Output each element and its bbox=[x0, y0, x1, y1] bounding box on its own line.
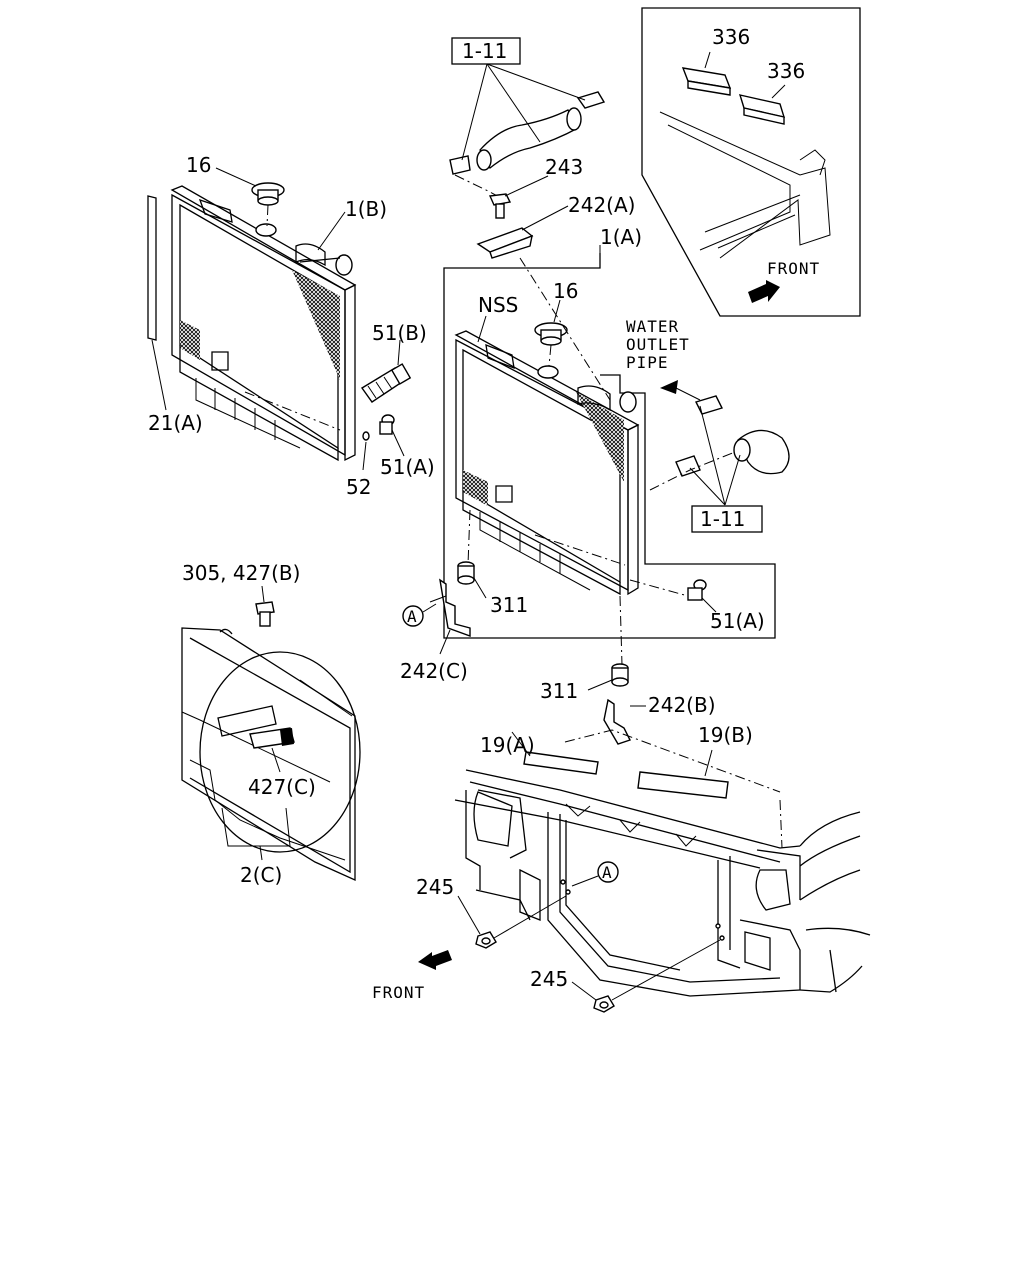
circle-a-right: A bbox=[571, 861, 619, 887]
label-311-top: 311 bbox=[490, 593, 528, 617]
cap-16-left bbox=[215, 167, 285, 227]
radiator-1b bbox=[170, 185, 357, 462]
label-water: WATER bbox=[626, 317, 679, 336]
label-242c: 242(C) bbox=[400, 659, 468, 683]
label-305-427b: 305, 427(B) bbox=[182, 561, 300, 585]
ref-1-11-top: 1-11 bbox=[462, 39, 507, 63]
label-311-bottom: 311 bbox=[540, 679, 578, 703]
svg-text:A: A bbox=[407, 607, 418, 626]
drain-plug-51b bbox=[360, 339, 412, 403]
bracket-242b bbox=[603, 698, 646, 745]
label-245-right: 245 bbox=[530, 967, 568, 991]
radiator-support bbox=[454, 729, 871, 997]
drain-cock-51a-left bbox=[379, 414, 405, 457]
label-427c: 427(C) bbox=[248, 775, 316, 799]
circle-a-left: A bbox=[402, 603, 437, 627]
label-52: 52 bbox=[346, 475, 371, 499]
clip-427c bbox=[217, 705, 295, 773]
label-nss: NSS bbox=[478, 293, 518, 317]
label-1b: 1(B) bbox=[345, 197, 387, 221]
arrow-icon bbox=[660, 380, 678, 394]
label-242a: 242(A) bbox=[568, 193, 635, 217]
fan-shroud-2c bbox=[181, 627, 361, 882]
label-51a-right: 51(A) bbox=[710, 609, 765, 633]
label-front-inset: FRONT bbox=[767, 259, 820, 278]
label-16-left: 16 bbox=[186, 153, 211, 177]
washer-52 bbox=[362, 431, 370, 471]
front-arrow-main-icon bbox=[418, 950, 452, 970]
bolt-305-427b bbox=[255, 585, 275, 627]
ref-1-11-bottom: 1-11 bbox=[700, 507, 745, 531]
mount-311-top bbox=[457, 561, 487, 599]
label-242b: 242(B) bbox=[648, 693, 716, 717]
label-16-right: 16 bbox=[553, 279, 578, 303]
label-245-left: 245 bbox=[416, 875, 454, 899]
label-19a: 19(A) bbox=[480, 733, 535, 757]
nut-245-right bbox=[571, 939, 721, 1013]
label-front-main: FRONT bbox=[372, 983, 425, 1002]
bolt-243 bbox=[488, 175, 549, 219]
label-pipe: PIPE bbox=[626, 353, 669, 372]
label-51b: 51(B) bbox=[372, 321, 427, 345]
seal-19b bbox=[637, 771, 729, 799]
lower-hose bbox=[649, 380, 790, 533]
pad-336-b bbox=[738, 94, 786, 125]
leader-2c bbox=[221, 807, 291, 861]
seal-strip-21a bbox=[147, 195, 167, 411]
upper-hose bbox=[449, 37, 606, 201]
label-243: 243 bbox=[545, 155, 583, 179]
label-336-a: 336 bbox=[712, 25, 750, 49]
label-51a-left: 51(A) bbox=[380, 455, 435, 479]
label-336-b: 336 bbox=[767, 59, 805, 83]
label-21a: 21(A) bbox=[148, 411, 203, 435]
bracket-242c bbox=[429, 578, 471, 655]
front-arrow-icon bbox=[748, 280, 780, 303]
label-2c: 2(C) bbox=[240, 863, 282, 887]
inset-detail bbox=[641, 7, 861, 317]
drain-cock-51a-right bbox=[629, 579, 717, 613]
label-outlet: OUTLET bbox=[626, 335, 690, 354]
label-1a: 1(A) bbox=[600, 225, 642, 249]
bracket-242a bbox=[476, 205, 569, 259]
radiator-1a-group bbox=[443, 245, 776, 666]
pad-336-a bbox=[681, 67, 732, 96]
label-19b: 19(B) bbox=[698, 723, 753, 747]
mount-311-bottom bbox=[587, 663, 629, 691]
seal-19a bbox=[523, 751, 599, 775]
svg-text:A: A bbox=[602, 863, 613, 882]
nut-245-left bbox=[457, 895, 567, 949]
cap-16-right bbox=[519, 257, 611, 401]
